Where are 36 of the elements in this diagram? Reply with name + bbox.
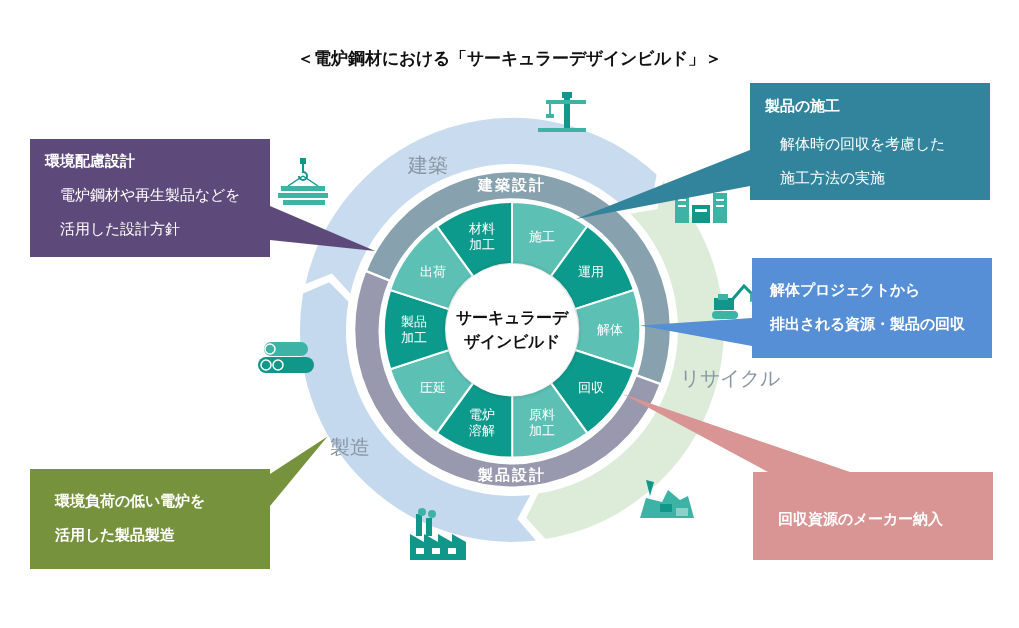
center-label: サーキュラーデザインビルド [455, 307, 570, 353]
callout-heading: 製品の施工 [765, 96, 840, 117]
callout-pointer [639, 318, 752, 346]
callout-text: 電炉鋼材や再生製品などを活用した設計方針 [60, 185, 241, 240]
callout-box [752, 258, 992, 358]
segment-label: 解体 [596, 322, 624, 338]
ring-label: 建築設計 [478, 175, 546, 195]
segment-label: 原料加工 [528, 407, 556, 440]
callout-heading: 環境配慮設計 [45, 151, 135, 172]
callout-text: 回収資源のメーカー納入 [778, 509, 943, 530]
segment-label: 回収 [577, 379, 605, 396]
callout-text: 解体時の回収を考慮した施工方法の実施 [780, 134, 946, 189]
callout-box [753, 472, 993, 560]
band-label: 製造 [330, 433, 370, 461]
ring-label: 製品設計 [478, 465, 546, 485]
callout-text: 解体プロジェクトから排出される資源・製品の回収 [770, 280, 966, 335]
segment-label: 出荷 [419, 264, 447, 281]
segment-label: 圧延 [419, 379, 447, 396]
callout-pointer [270, 206, 376, 251]
band-label: リサイクル [680, 364, 780, 392]
process-segment [574, 290, 640, 370]
segment-label: 施工 [528, 228, 556, 245]
cycle-arrow-band [303, 117, 658, 296]
process-segment [512, 383, 588, 458]
callout-box [30, 469, 270, 569]
callout-pointer [270, 436, 328, 506]
callout-box [750, 83, 990, 200]
band-label: 建築 [408, 151, 448, 179]
callout-text: 環境負荷の低い電炉を活用した製品製造 [55, 491, 206, 546]
segment-label: 材料加工 [468, 220, 496, 253]
callout-pointer [576, 150, 750, 220]
callout-box [30, 139, 270, 257]
segment-label: 運用 [577, 264, 605, 281]
title: ＜電炉鋼材における「サーキュラーデザインビルド」＞ [296, 47, 723, 70]
segment-label: 製品加工 [400, 314, 428, 346]
segment-label: 電炉溶解 [468, 407, 496, 440]
